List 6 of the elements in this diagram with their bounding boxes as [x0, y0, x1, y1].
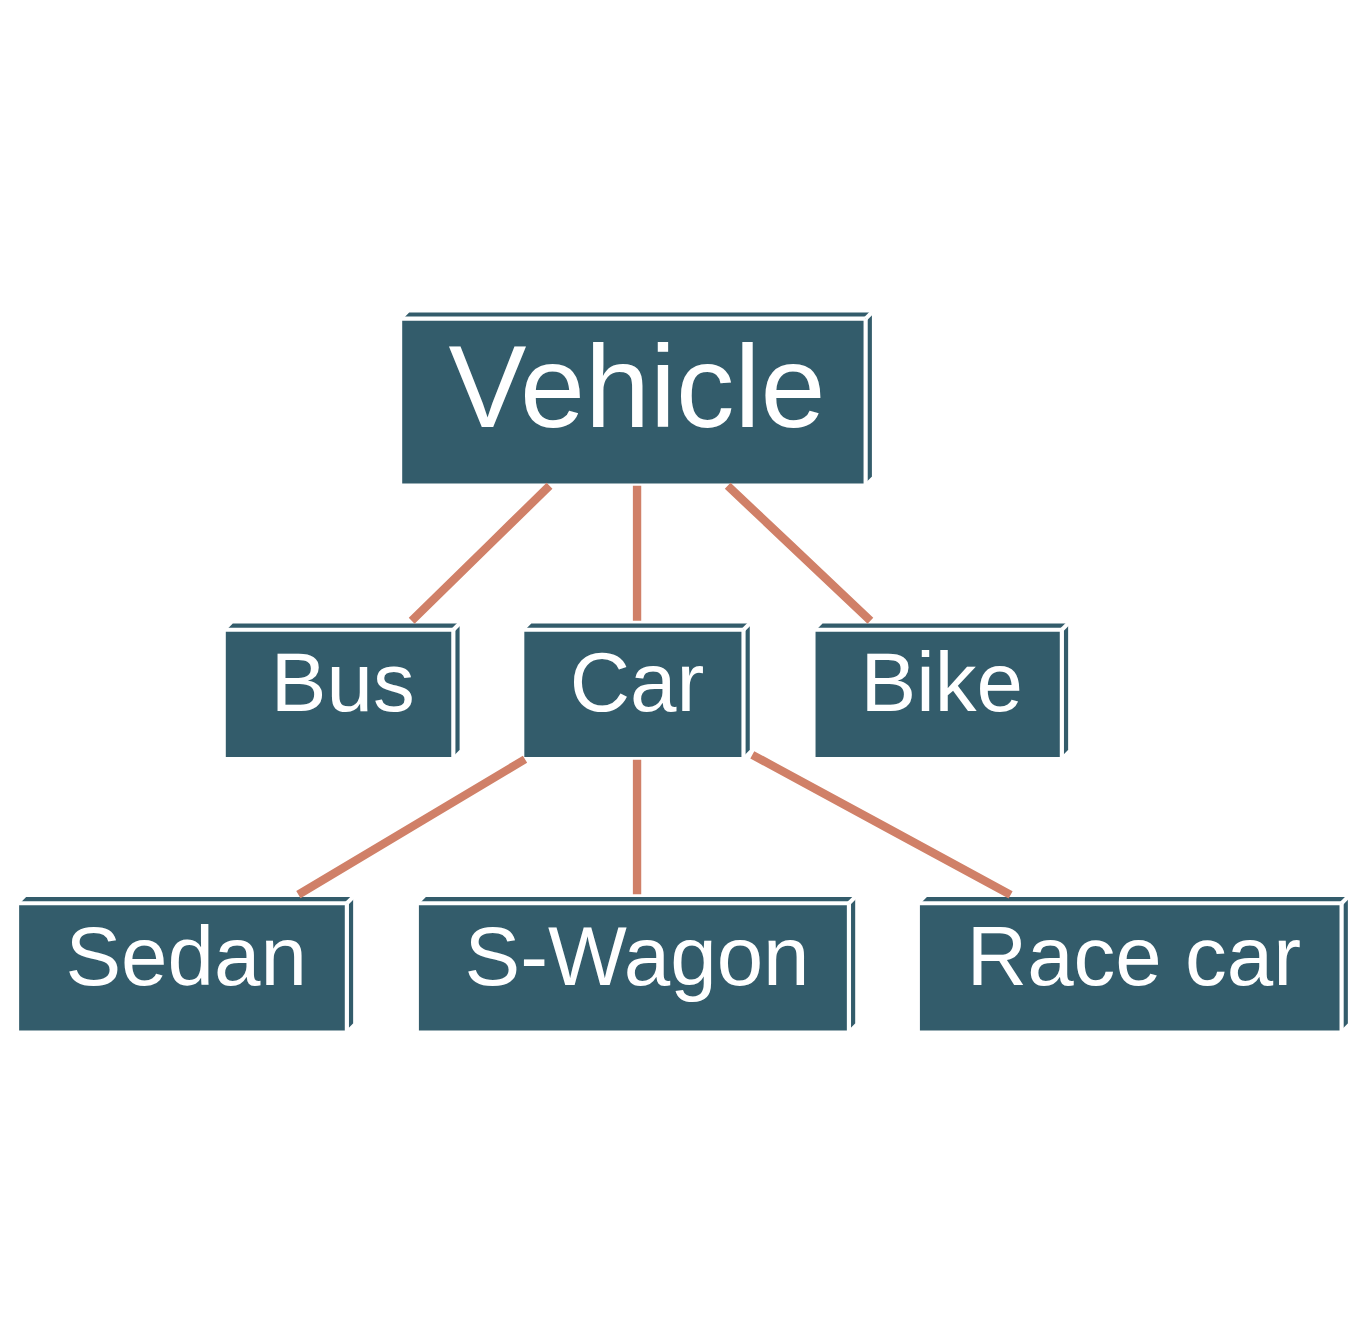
- connector: [632, 485, 642, 621]
- connector: [408, 482, 553, 624]
- connector: [724, 482, 874, 624]
- connector: [296, 755, 528, 899]
- connector: [750, 751, 1013, 899]
- connector: [632, 759, 642, 895]
